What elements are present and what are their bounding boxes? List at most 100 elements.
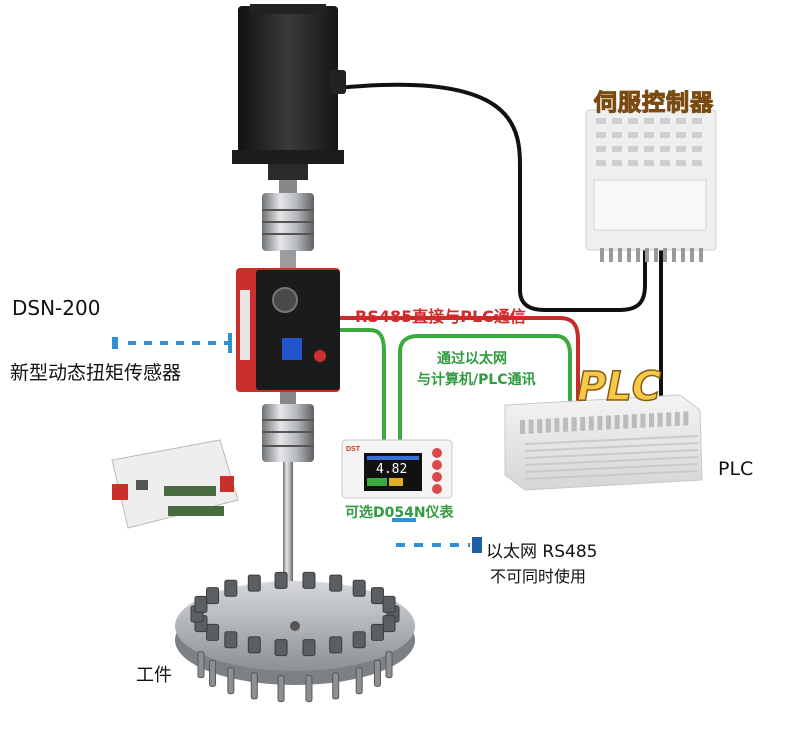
controller-vent [692, 132, 702, 138]
controller-pin [672, 248, 676, 262]
meter-callout [392, 518, 482, 553]
plc-terminal [563, 417, 568, 432]
controller-pin [600, 248, 604, 262]
servo-cable [337, 82, 647, 312]
plc-rib [524, 435, 699, 445]
fixture-bolt [382, 595, 396, 613]
fixture-bolt [382, 615, 396, 633]
controller-vent [612, 160, 622, 166]
plc-terminal [666, 412, 672, 427]
plc-emblem: PLC [576, 363, 662, 411]
fixture-pin [373, 659, 381, 687]
plc-module [504, 394, 703, 491]
controller-vent [660, 118, 670, 124]
plc-terminal [580, 416, 586, 431]
plc-rib [524, 442, 699, 452]
ethernet-link-label-line2: 与计算机/PLC通讯 [417, 372, 536, 388]
controller-pin [636, 248, 640, 262]
fixture-pin [250, 672, 258, 700]
meter-brand: DST [346, 446, 361, 453]
plc-rib [524, 463, 699, 473]
controller-vent [596, 160, 606, 166]
controller-pin [627, 248, 631, 262]
controller-vent [660, 132, 670, 138]
plc-terminal [554, 418, 560, 433]
controller-pin [654, 248, 658, 262]
controller-vent [692, 146, 702, 152]
fixture-bolt [194, 595, 208, 613]
controller-vent [692, 118, 702, 124]
controller-vent [612, 146, 622, 152]
fixture-pin [355, 667, 363, 695]
exclusive-note-line1: 以太网 RS485 [486, 542, 598, 562]
servo-controller [585, 109, 717, 262]
dsn-model-label: DSN-200 [12, 296, 101, 320]
torque-sensor [236, 268, 340, 392]
controller-vent [660, 160, 670, 166]
rs485-link-label: RS485直接与PLC通信 [355, 307, 526, 326]
fixture-pin [305, 675, 313, 703]
fixture-bolt [247, 636, 261, 654]
controller-vent [644, 146, 654, 152]
plc-rib [524, 449, 699, 459]
fixture-bolt [206, 587, 220, 605]
plc-terminal [597, 415, 603, 430]
fixture-bolt [247, 574, 261, 592]
fixture-bolt [352, 579, 366, 597]
upper-coupling [262, 180, 314, 268]
fixture-bolt [302, 639, 316, 657]
fixture-pin [385, 651, 393, 679]
controller-vent [612, 118, 622, 124]
dsn-description-label: 新型动态扭矩传感器 [10, 362, 182, 384]
dsn-callout [112, 333, 232, 353]
servo-motor [232, 4, 346, 180]
fixture-bolt [329, 636, 343, 654]
workpiece-fixture [175, 571, 415, 703]
controller-pin [609, 248, 613, 262]
controller-vent [644, 132, 654, 138]
controller-vent [628, 132, 638, 138]
plc-terminal [545, 418, 551, 433]
plc-terminal [528, 419, 534, 434]
controller-vent [596, 132, 606, 138]
plc-label: PLC [718, 458, 754, 480]
fixture-bolt [274, 639, 288, 657]
d054n-meter: DST 4.82 [341, 439, 453, 499]
controller-vent [676, 160, 686, 166]
fixture-pin [277, 675, 285, 703]
fixture-bolt [224, 631, 238, 649]
plc-terminal [588, 416, 594, 431]
controller-vent [596, 146, 606, 152]
controller-pin [690, 248, 694, 262]
fixture-bolt [370, 587, 384, 605]
plc-terminal [623, 414, 629, 429]
plc-terminal [614, 415, 620, 430]
plc-terminal [537, 419, 543, 434]
terminal-module [111, 439, 239, 529]
fixture-bolt [206, 623, 220, 641]
plc-terminal [631, 414, 637, 429]
fixture-bolt [224, 579, 238, 597]
controller-pin [618, 248, 622, 262]
controller-vent [628, 146, 638, 152]
fixture-bolt [370, 623, 384, 641]
plc-terminal [649, 413, 654, 428]
plc-rib [524, 456, 699, 466]
plc-terminal [683, 411, 689, 426]
controller-vent [676, 132, 686, 138]
plc-terminal [674, 411, 680, 426]
plc-terminal [606, 415, 611, 430]
ethernet-cable-plc [398, 334, 572, 442]
fixture-bolt [302, 571, 316, 589]
controller-vent [676, 146, 686, 152]
exclusive-note-line2: 不可同时使用 [490, 567, 587, 586]
fixture-bolt [329, 574, 343, 592]
controller-pin [681, 248, 685, 262]
ethernet-cable-meter [300, 328, 386, 442]
workpiece-label: 工件 [136, 665, 172, 686]
controller-vent [676, 118, 686, 124]
plc-terminal [520, 420, 525, 434]
plc-terminal [640, 413, 646, 428]
lower-coupling [262, 392, 314, 582]
fixture-bolt [274, 571, 288, 589]
